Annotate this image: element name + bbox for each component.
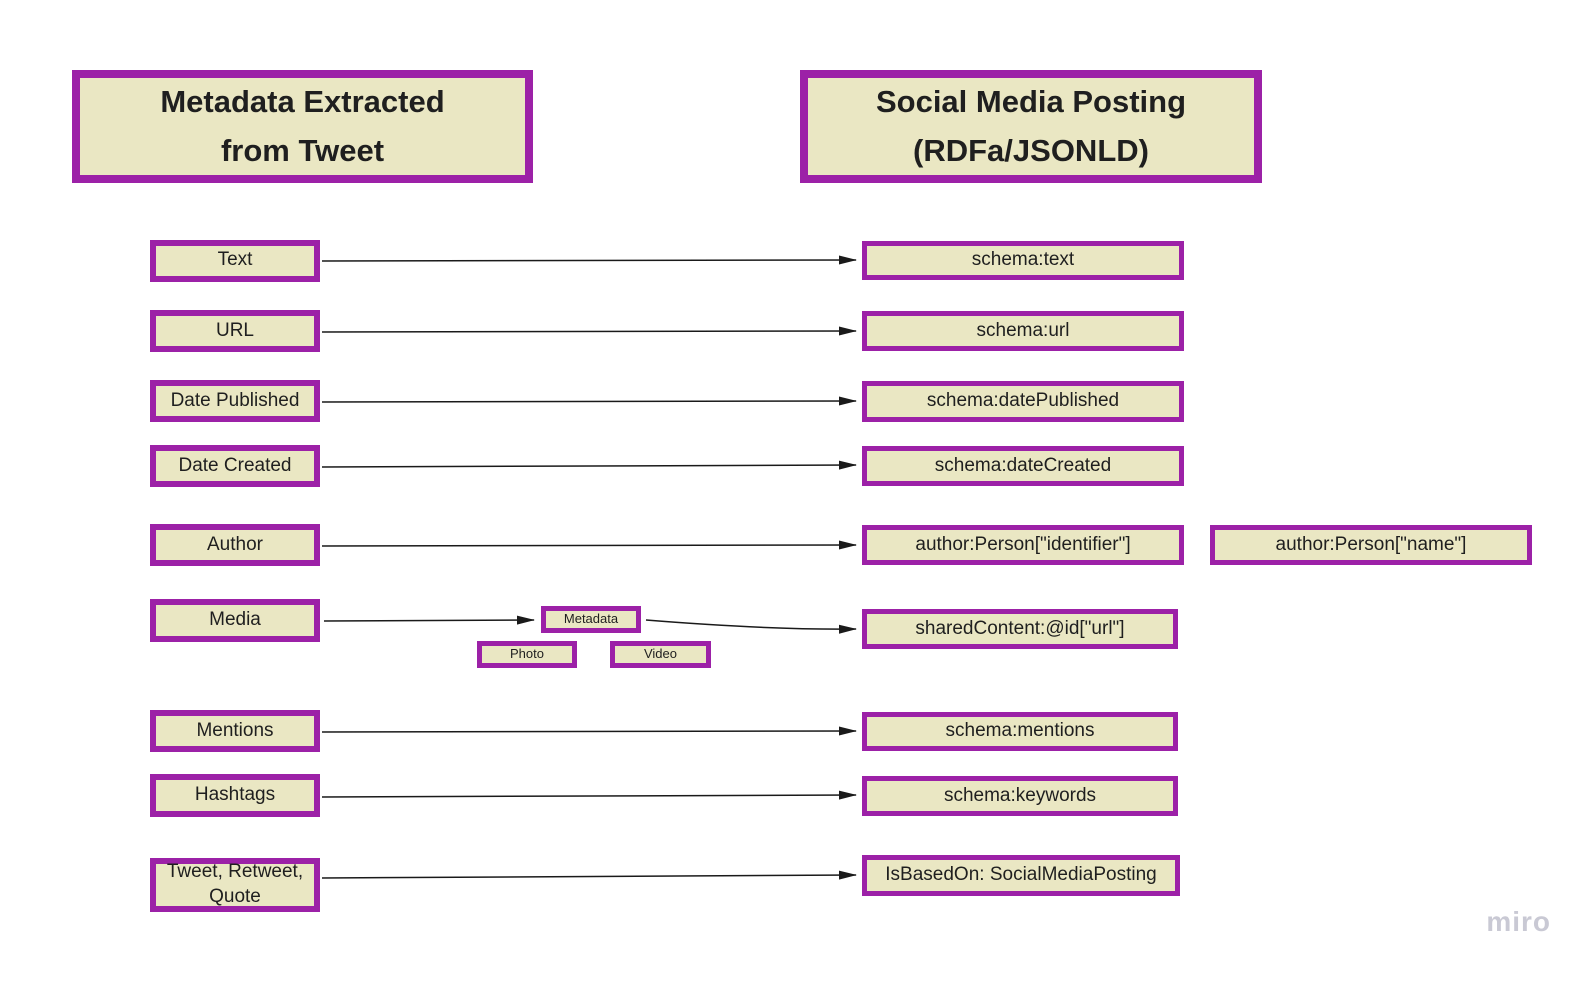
connector-metadata-to-shared-content[interactable] bbox=[645, 619, 857, 634]
connector-media-to-metadata[interactable] bbox=[323, 615, 535, 625]
node-shared-content-id-url[interactable]: sharedContent:@id["url"] bbox=[862, 609, 1178, 649]
node-metadata[interactable]: Metadata bbox=[541, 606, 641, 633]
node-schema-date-published-label: schema:datePublished bbox=[926, 390, 1120, 412]
node-date-created[interactable]: Date Created bbox=[150, 445, 320, 487]
connector-date-published-to-schema-date-published[interactable] bbox=[321, 396, 857, 406]
node-author-person-name-label: author:Person["name"] bbox=[1275, 533, 1467, 555]
node-schema-date-created[interactable]: schema:dateCreated bbox=[862, 446, 1184, 486]
node-video[interactable]: Video bbox=[610, 641, 711, 668]
node-schema-text-label: schema:text bbox=[971, 249, 1075, 271]
connector-author-to-person-identifier[interactable] bbox=[321, 540, 857, 550]
node-schema-keywords[interactable]: schema:keywords bbox=[862, 776, 1178, 816]
node-hashtags[interactable]: Hashtags bbox=[150, 774, 320, 817]
node-tweet-retweet-quote-label: Tweet, Retweet, Quote bbox=[166, 861, 304, 907]
node-shared-content-id-url-label: sharedContent:@id["url"] bbox=[915, 617, 1125, 639]
node-media-label: Media bbox=[209, 609, 261, 631]
connector-text-to-schema-text[interactable] bbox=[321, 255, 857, 265]
connector-url-to-schema-url[interactable] bbox=[321, 326, 857, 336]
connector-date-created-to-schema-date-created[interactable] bbox=[321, 460, 857, 470]
node-tweet-retweet-quote[interactable]: Tweet, Retweet, Quote bbox=[150, 858, 320, 912]
header-metadata-extracted-from-tweet[interactable]: Metadata Extracted from Tweet bbox=[72, 70, 533, 183]
node-photo-label: Photo bbox=[510, 646, 544, 662]
node-date-created-label: Date Created bbox=[178, 454, 292, 476]
node-author-person-identifier-label: author:Person["identifier"] bbox=[915, 533, 1131, 555]
header-social-media-posting[interactable]: Social Media Posting (RDFa/JSONLD) bbox=[800, 70, 1262, 183]
node-schema-keywords-label: schema:keywords bbox=[943, 784, 1097, 806]
node-date-published-label: Date Published bbox=[170, 389, 300, 411]
node-is-based-on[interactable]: IsBasedOn: SocialMediaPosting bbox=[862, 855, 1180, 896]
node-schema-date-created-label: schema:dateCreated bbox=[934, 454, 1112, 476]
node-author[interactable]: Author bbox=[150, 524, 320, 566]
connector-mentions-to-schema-mentions[interactable] bbox=[321, 726, 857, 736]
connector-hashtags-to-schema-keywords[interactable] bbox=[321, 790, 857, 800]
node-mentions[interactable]: Mentions bbox=[150, 710, 320, 752]
node-url-label: URL bbox=[215, 319, 254, 341]
node-video-label: Video bbox=[643, 646, 677, 662]
node-schema-mentions[interactable]: schema:mentions bbox=[862, 712, 1178, 751]
node-author-label: Author bbox=[207, 533, 263, 555]
miro-watermark: miro bbox=[1486, 906, 1551, 937]
header-right-label: Social Media Posting (RDFa/JSONLD) bbox=[875, 84, 1187, 168]
node-text-label: Text bbox=[217, 249, 253, 270]
node-author-person-identifier[interactable]: author:Person["identifier"] bbox=[862, 525, 1184, 565]
node-metadata-label: Metadata bbox=[563, 611, 619, 627]
node-date-published[interactable]: Date Published bbox=[150, 380, 320, 422]
node-schema-date-published[interactable]: schema:datePublished bbox=[862, 381, 1184, 422]
node-author-person-name[interactable]: author:Person["name"] bbox=[1210, 525, 1532, 565]
node-schema-url[interactable]: schema:url bbox=[862, 311, 1184, 351]
connector-tweet-to-is-based-on[interactable] bbox=[321, 870, 857, 880]
node-schema-text[interactable]: schema:text bbox=[862, 241, 1184, 280]
header-left-label: Metadata Extracted from Tweet bbox=[160, 84, 445, 168]
node-media[interactable]: Media bbox=[150, 599, 320, 642]
node-photo[interactable]: Photo bbox=[477, 641, 577, 668]
node-is-based-on-label: IsBasedOn: SocialMediaPosting bbox=[885, 864, 1157, 886]
node-schema-mentions-label: schema:mentions bbox=[945, 720, 1095, 742]
node-mentions-label: Mentions bbox=[196, 719, 274, 741]
node-text[interactable]: Text bbox=[150, 240, 320, 282]
node-hashtags-label: Hashtags bbox=[194, 784, 276, 806]
node-schema-url-label: schema:url bbox=[976, 319, 1070, 341]
node-url[interactable]: URL bbox=[150, 310, 320, 352]
